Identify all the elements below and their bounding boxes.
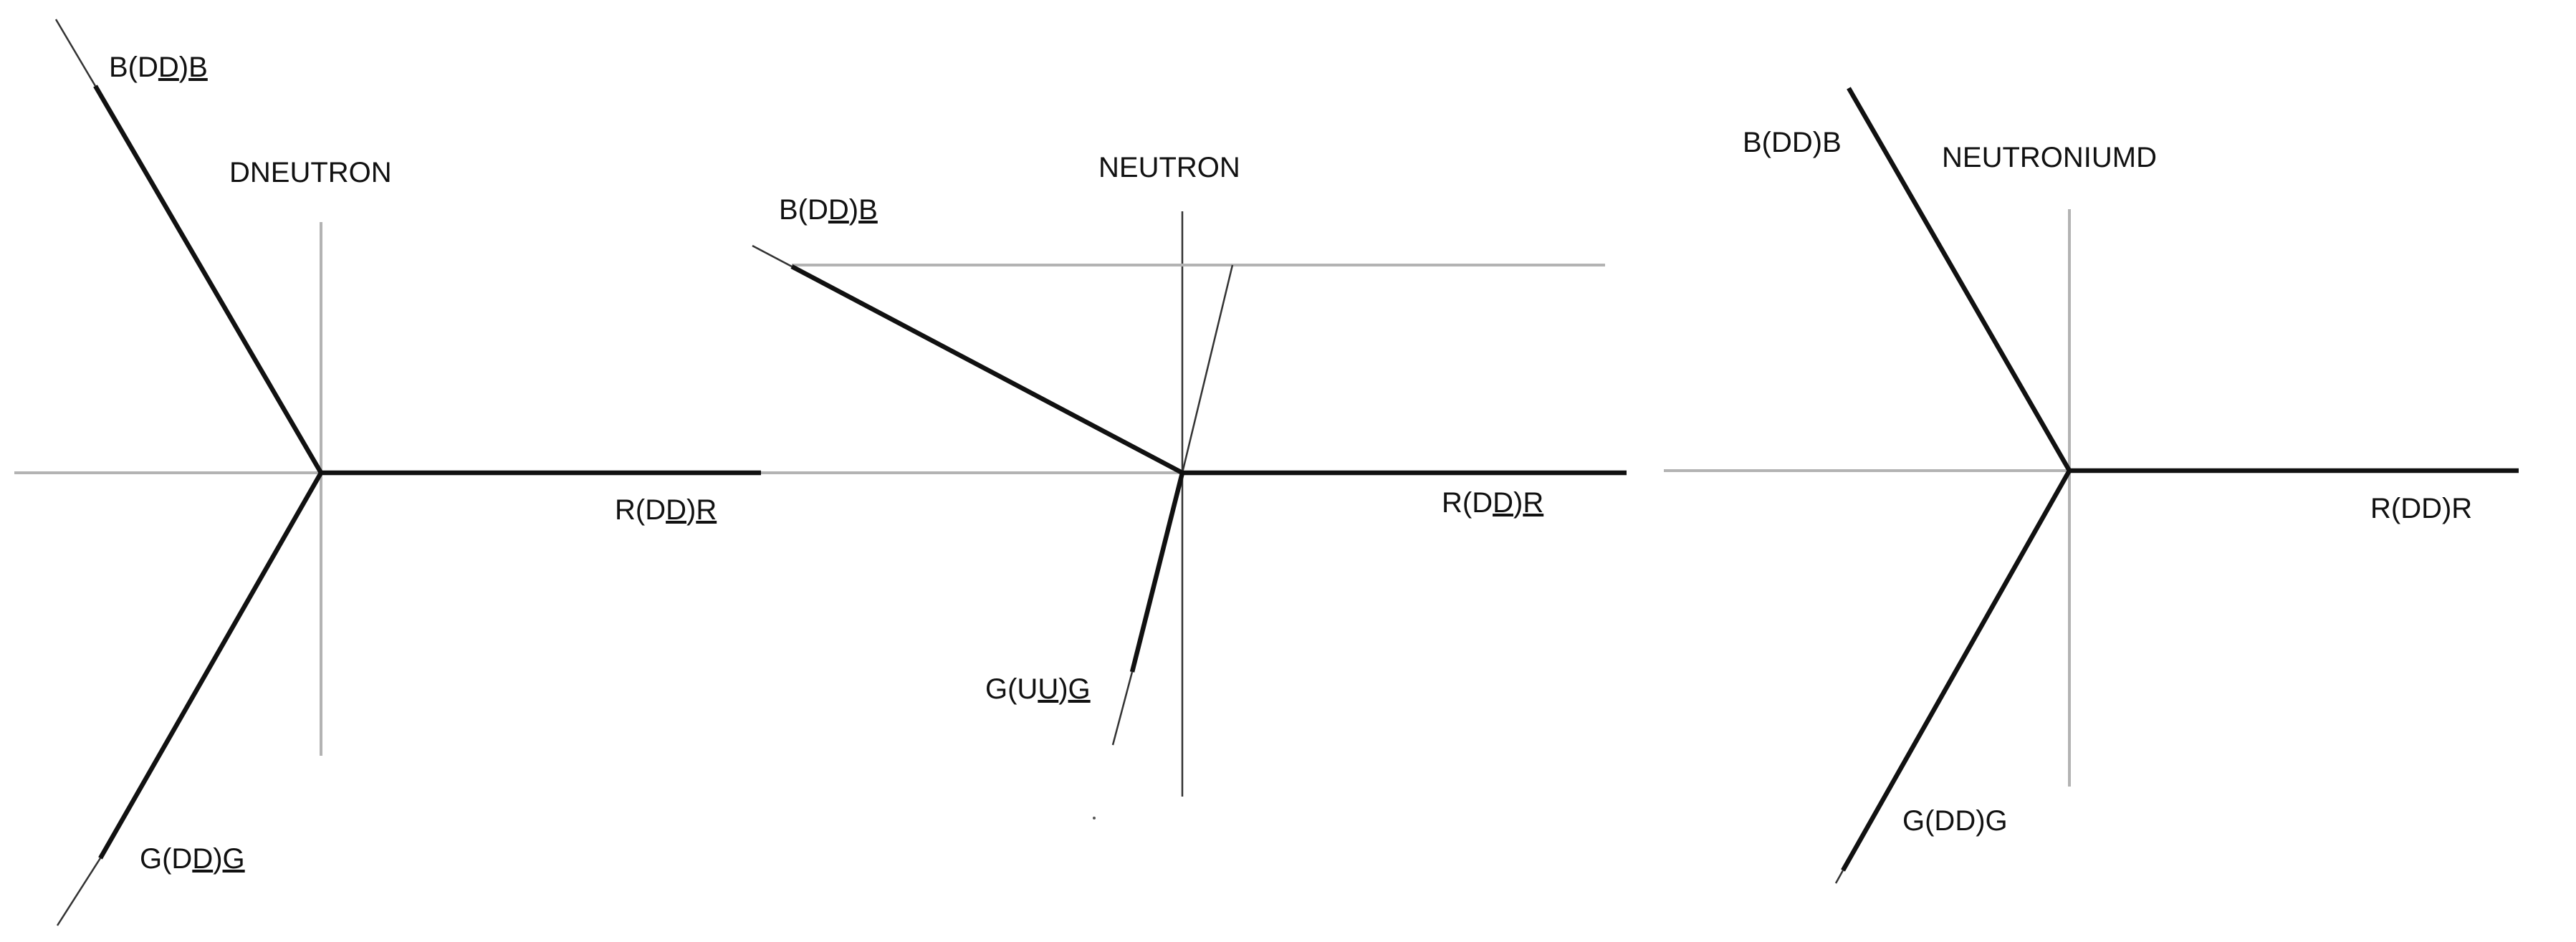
b-label: B(DD)B (779, 194, 878, 226)
g-ray-extension (56, 857, 102, 926)
b-ray (790, 264, 1184, 475)
g-label: G(UU)G (985, 673, 1091, 705)
g-ray (1841, 469, 2072, 872)
panel-title: DNEUTRON (229, 157, 392, 188)
stray-dot (1093, 817, 1096, 820)
g-ray (1129, 472, 1185, 673)
b-ray-extension (54, 19, 97, 87)
g-ray-extension (1834, 870, 1844, 884)
r-label: R(DD)R (1442, 487, 1543, 519)
panel-dneutron: DNEUTRON B(DD)B R(DD)R G(DD)G (14, 19, 853, 926)
panel-neutroniumd: NEUTRONIUMD B(DD)B R(DD)R G(DD)G (1664, 87, 2519, 884)
b-label: B(DD)B (109, 52, 208, 83)
g-label: G(DD)G (140, 843, 245, 875)
b-ray (1847, 87, 2072, 472)
g-label: G(DD)G (1902, 805, 2008, 837)
panel-neutron: NEUTRON B(DD)B R(DD)R G(UU)G (752, 152, 1627, 820)
r-label: R(DD)R (615, 494, 717, 526)
b-ray (93, 85, 323, 474)
tilted-axis (1181, 264, 1234, 474)
g-ray-extension (1111, 671, 1134, 746)
panel-title: NEUTRON (1098, 152, 1240, 183)
g-ray (98, 471, 323, 860)
b-ray-extension (752, 244, 793, 268)
panel-title: NEUTRONIUMD (1942, 142, 2157, 173)
r-label: R(DD)R (2370, 493, 2472, 524)
b-label: B(DD)B (1743, 127, 1842, 158)
